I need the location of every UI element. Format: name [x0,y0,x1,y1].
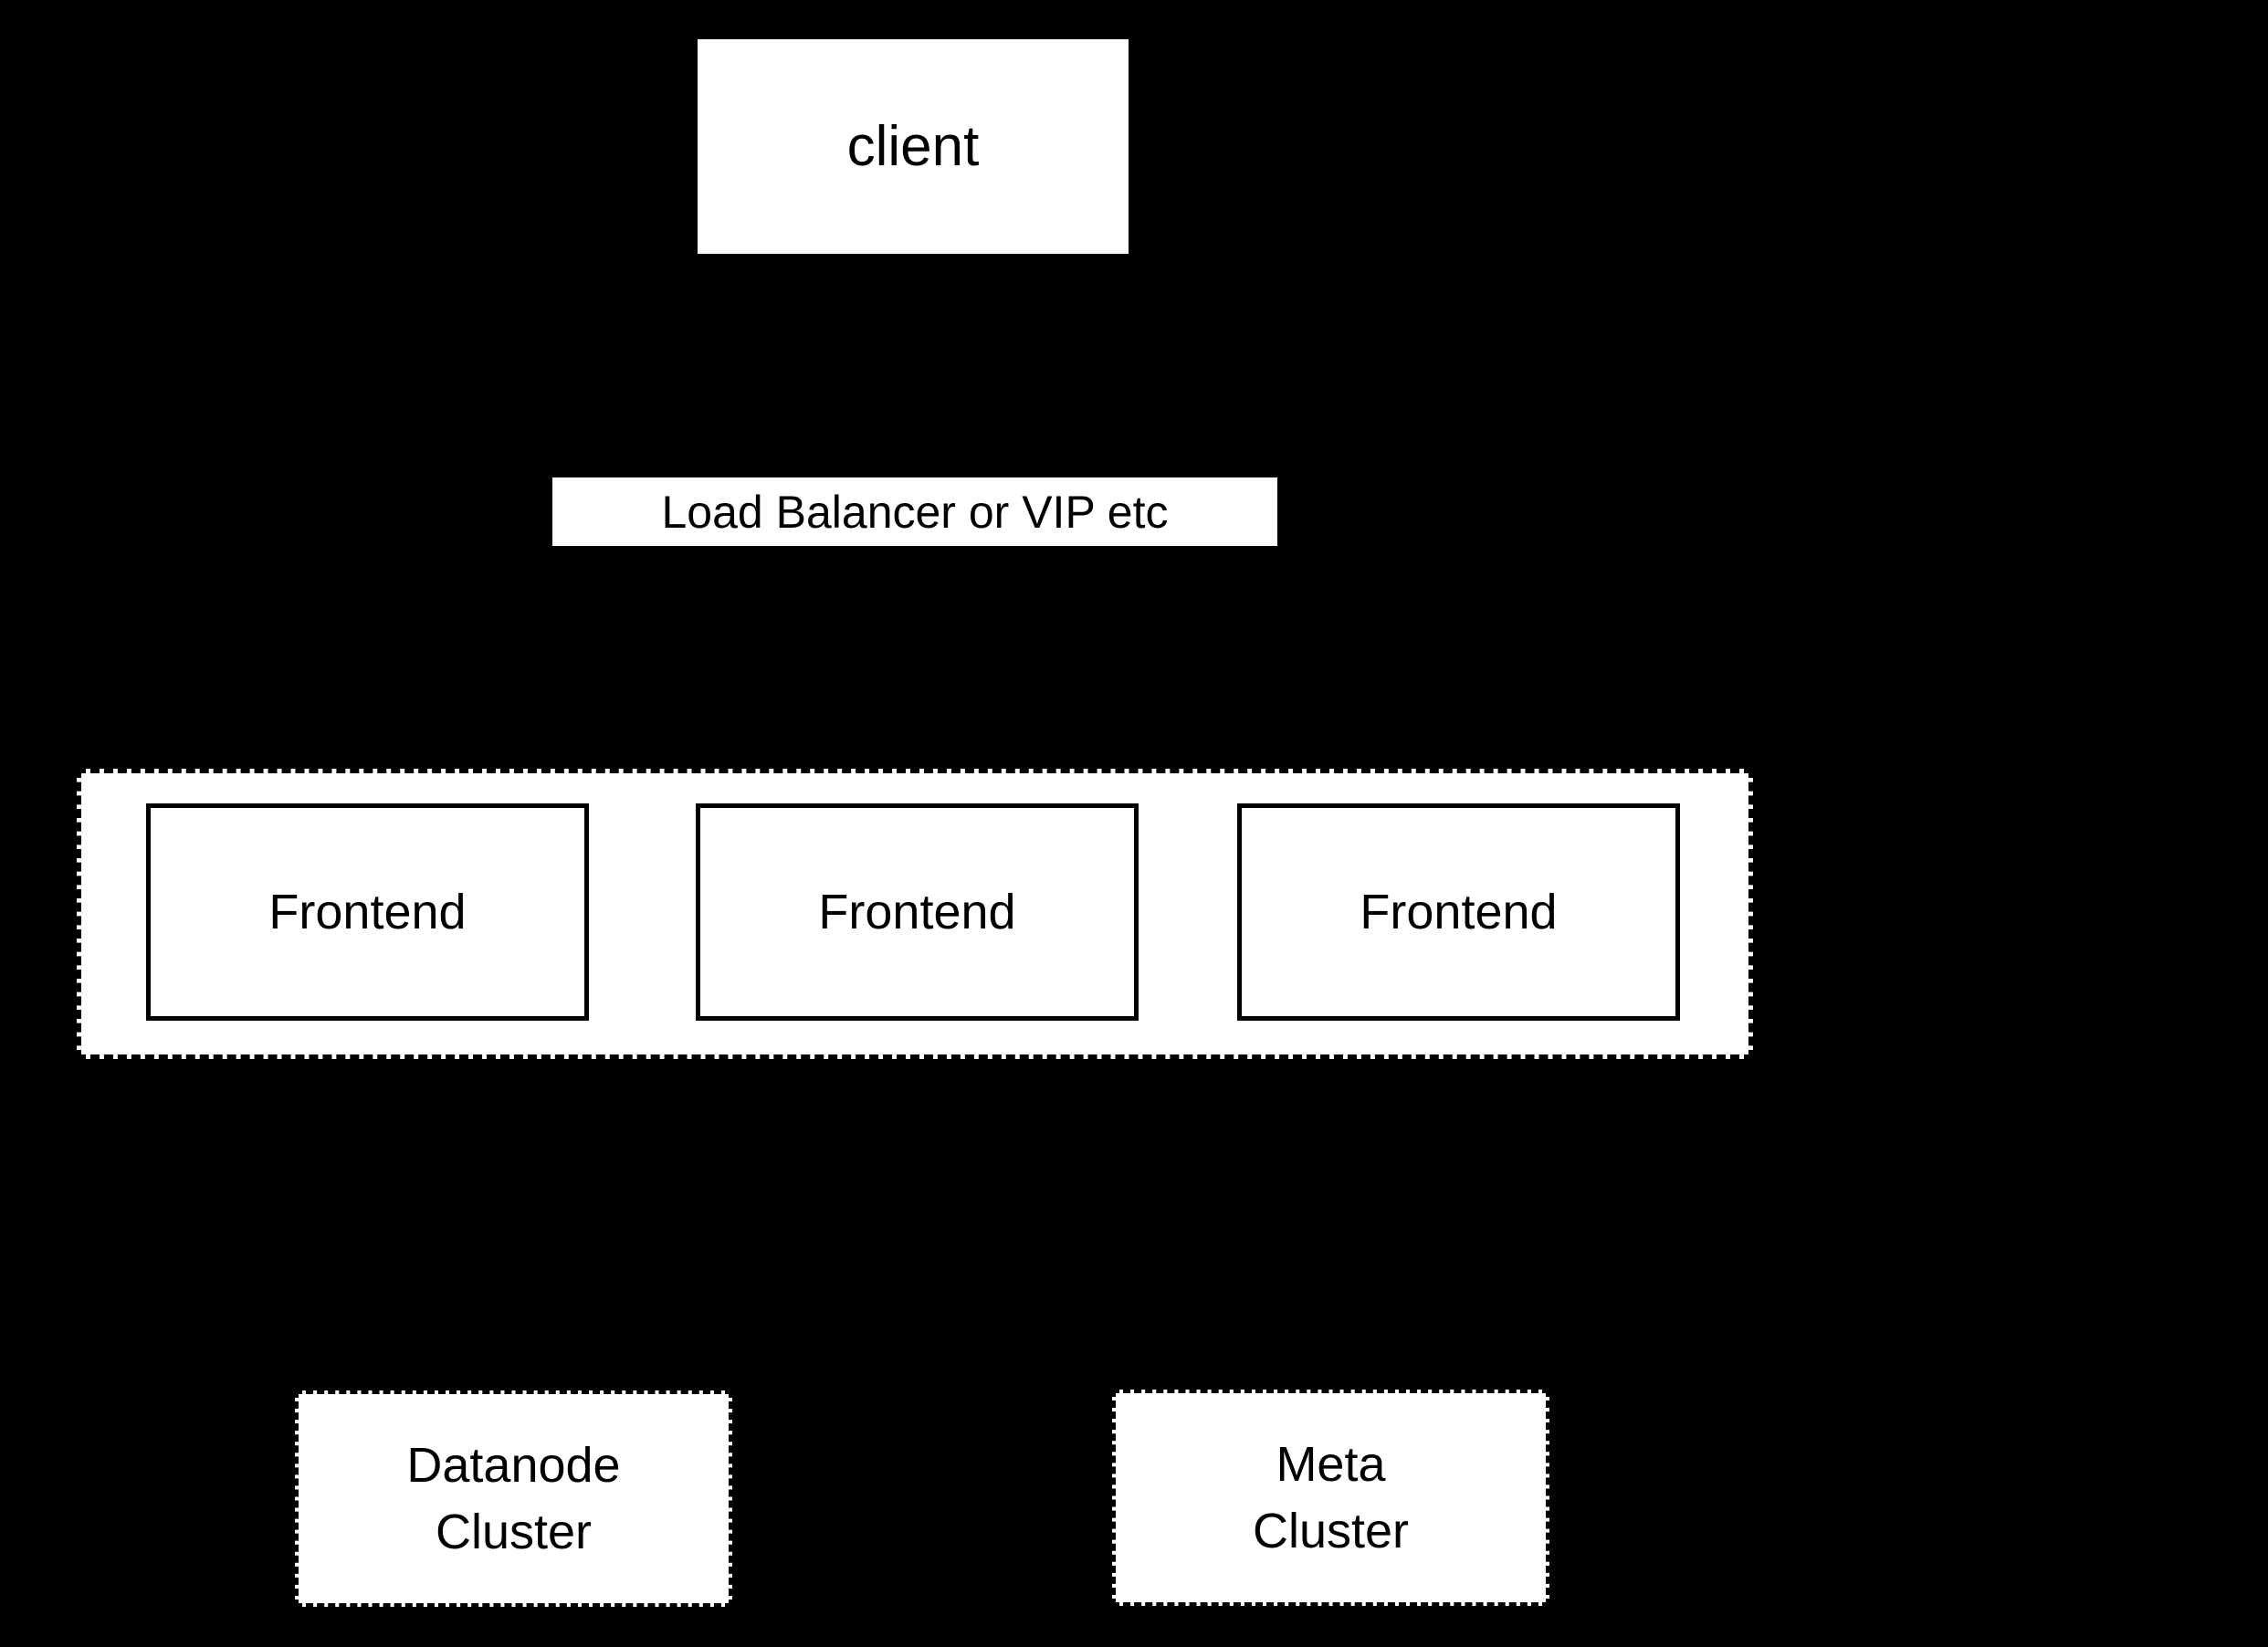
meta-cluster-node: Meta Cluster [1112,1390,1549,1606]
load-balancer-node: Load Balancer or VIP etc [552,477,1277,546]
datanode-cluster-node: Datanode Cluster [295,1390,732,1607]
frontend-node-2: Frontend [696,803,1139,1021]
client-node: client [698,39,1129,254]
frontend-node-3: Frontend [1237,803,1680,1021]
frontend-node-1: Frontend [146,803,589,1021]
